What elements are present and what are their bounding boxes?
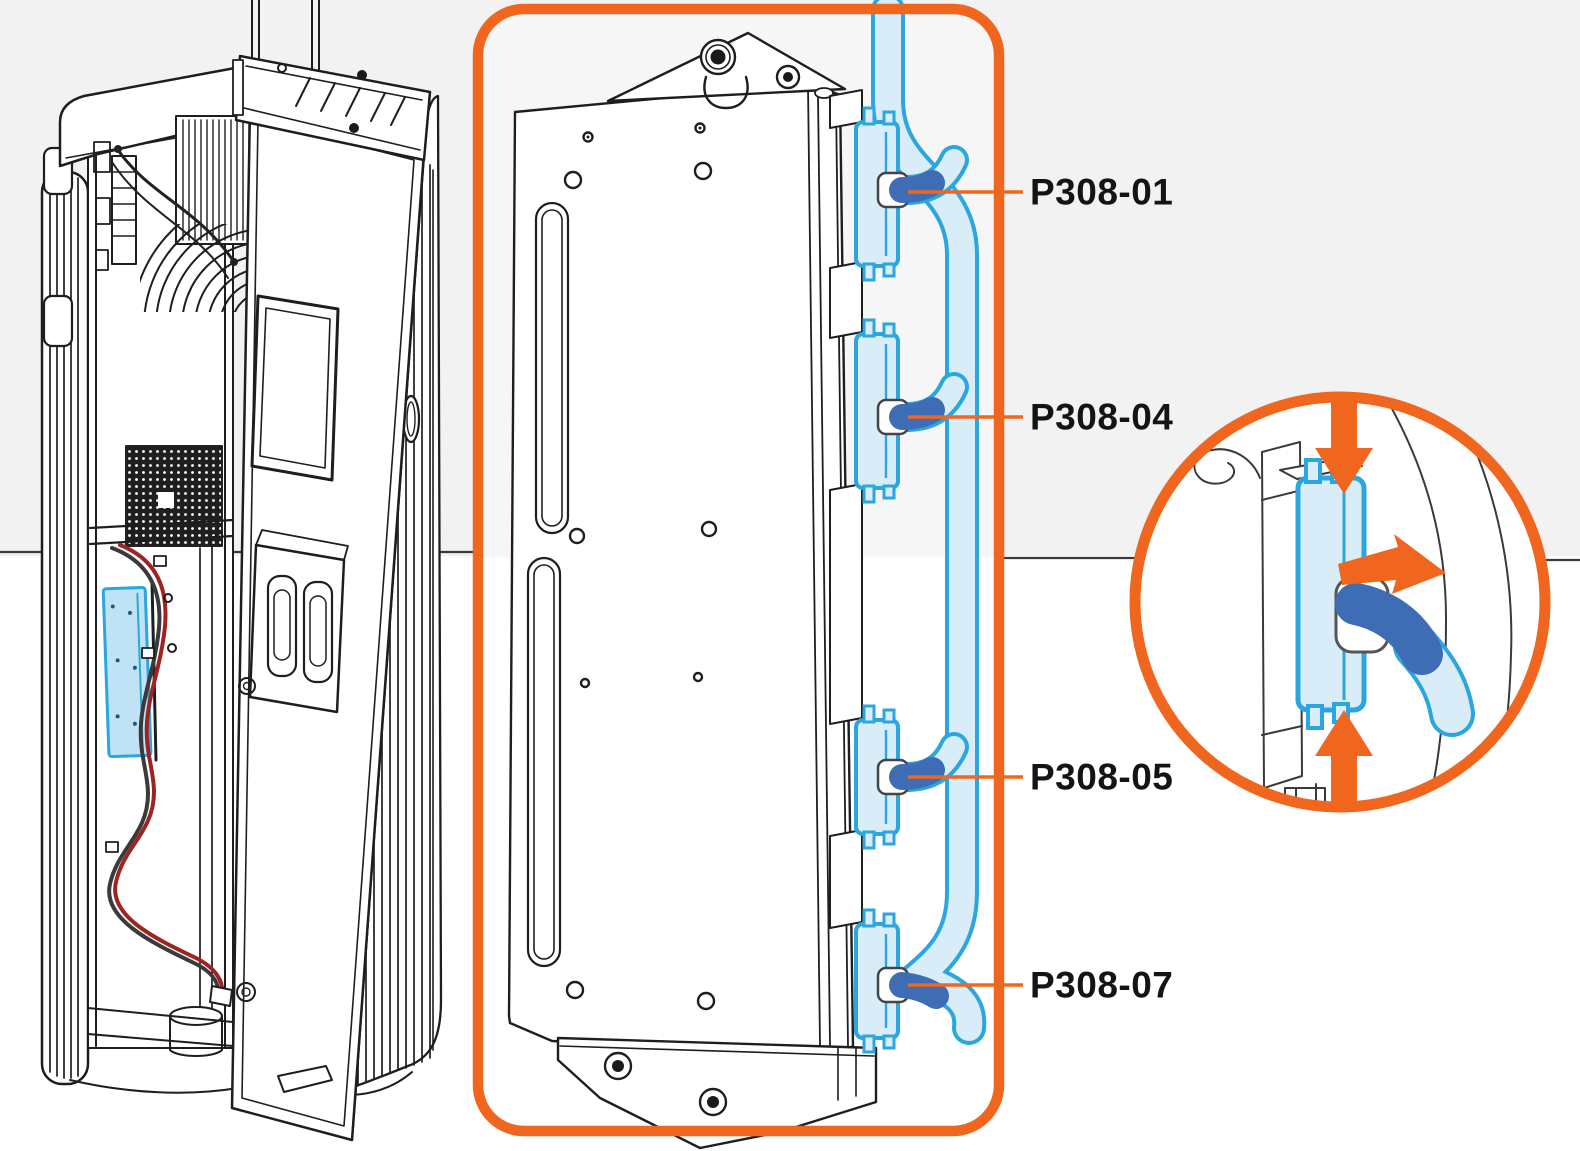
tower-fin-shell	[299, 94, 443, 1142]
tower-left-rib-shell	[40, 146, 90, 1086]
tower-interior	[69, 115, 264, 1094]
hook-detail	[1193, 448, 1261, 485]
leader-lines	[908, 190, 1023, 987]
detail-circle-border	[1129, 391, 1551, 813]
connector-label-p308-01: P308-01	[1030, 171, 1174, 213]
highlighted-board	[101, 585, 153, 759]
tower-door-panel	[230, 54, 432, 1142]
connector-label-p308-05: P308-05	[1030, 756, 1174, 798]
tower-unit-illustration	[40, 0, 443, 1142]
arrow-right-icon	[1338, 534, 1446, 594]
callout-border	[472, 3, 1005, 1137]
dark-cable	[107, 546, 221, 999]
red-cable	[113, 543, 225, 997]
panel-callout	[472, 0, 1023, 1150]
mounting-plate	[507, 31, 878, 1150]
tower-mast	[251, 0, 320, 72]
cable-connectors	[854, 106, 949, 1054]
connector-label-p308-07: P308-07	[1030, 964, 1174, 1006]
detail-circle	[1129, 391, 1551, 813]
arrow-up-icon	[1315, 710, 1373, 802]
arrow-down-icon	[1315, 402, 1373, 494]
connector-label-p308-04: P308-04	[1030, 396, 1174, 438]
